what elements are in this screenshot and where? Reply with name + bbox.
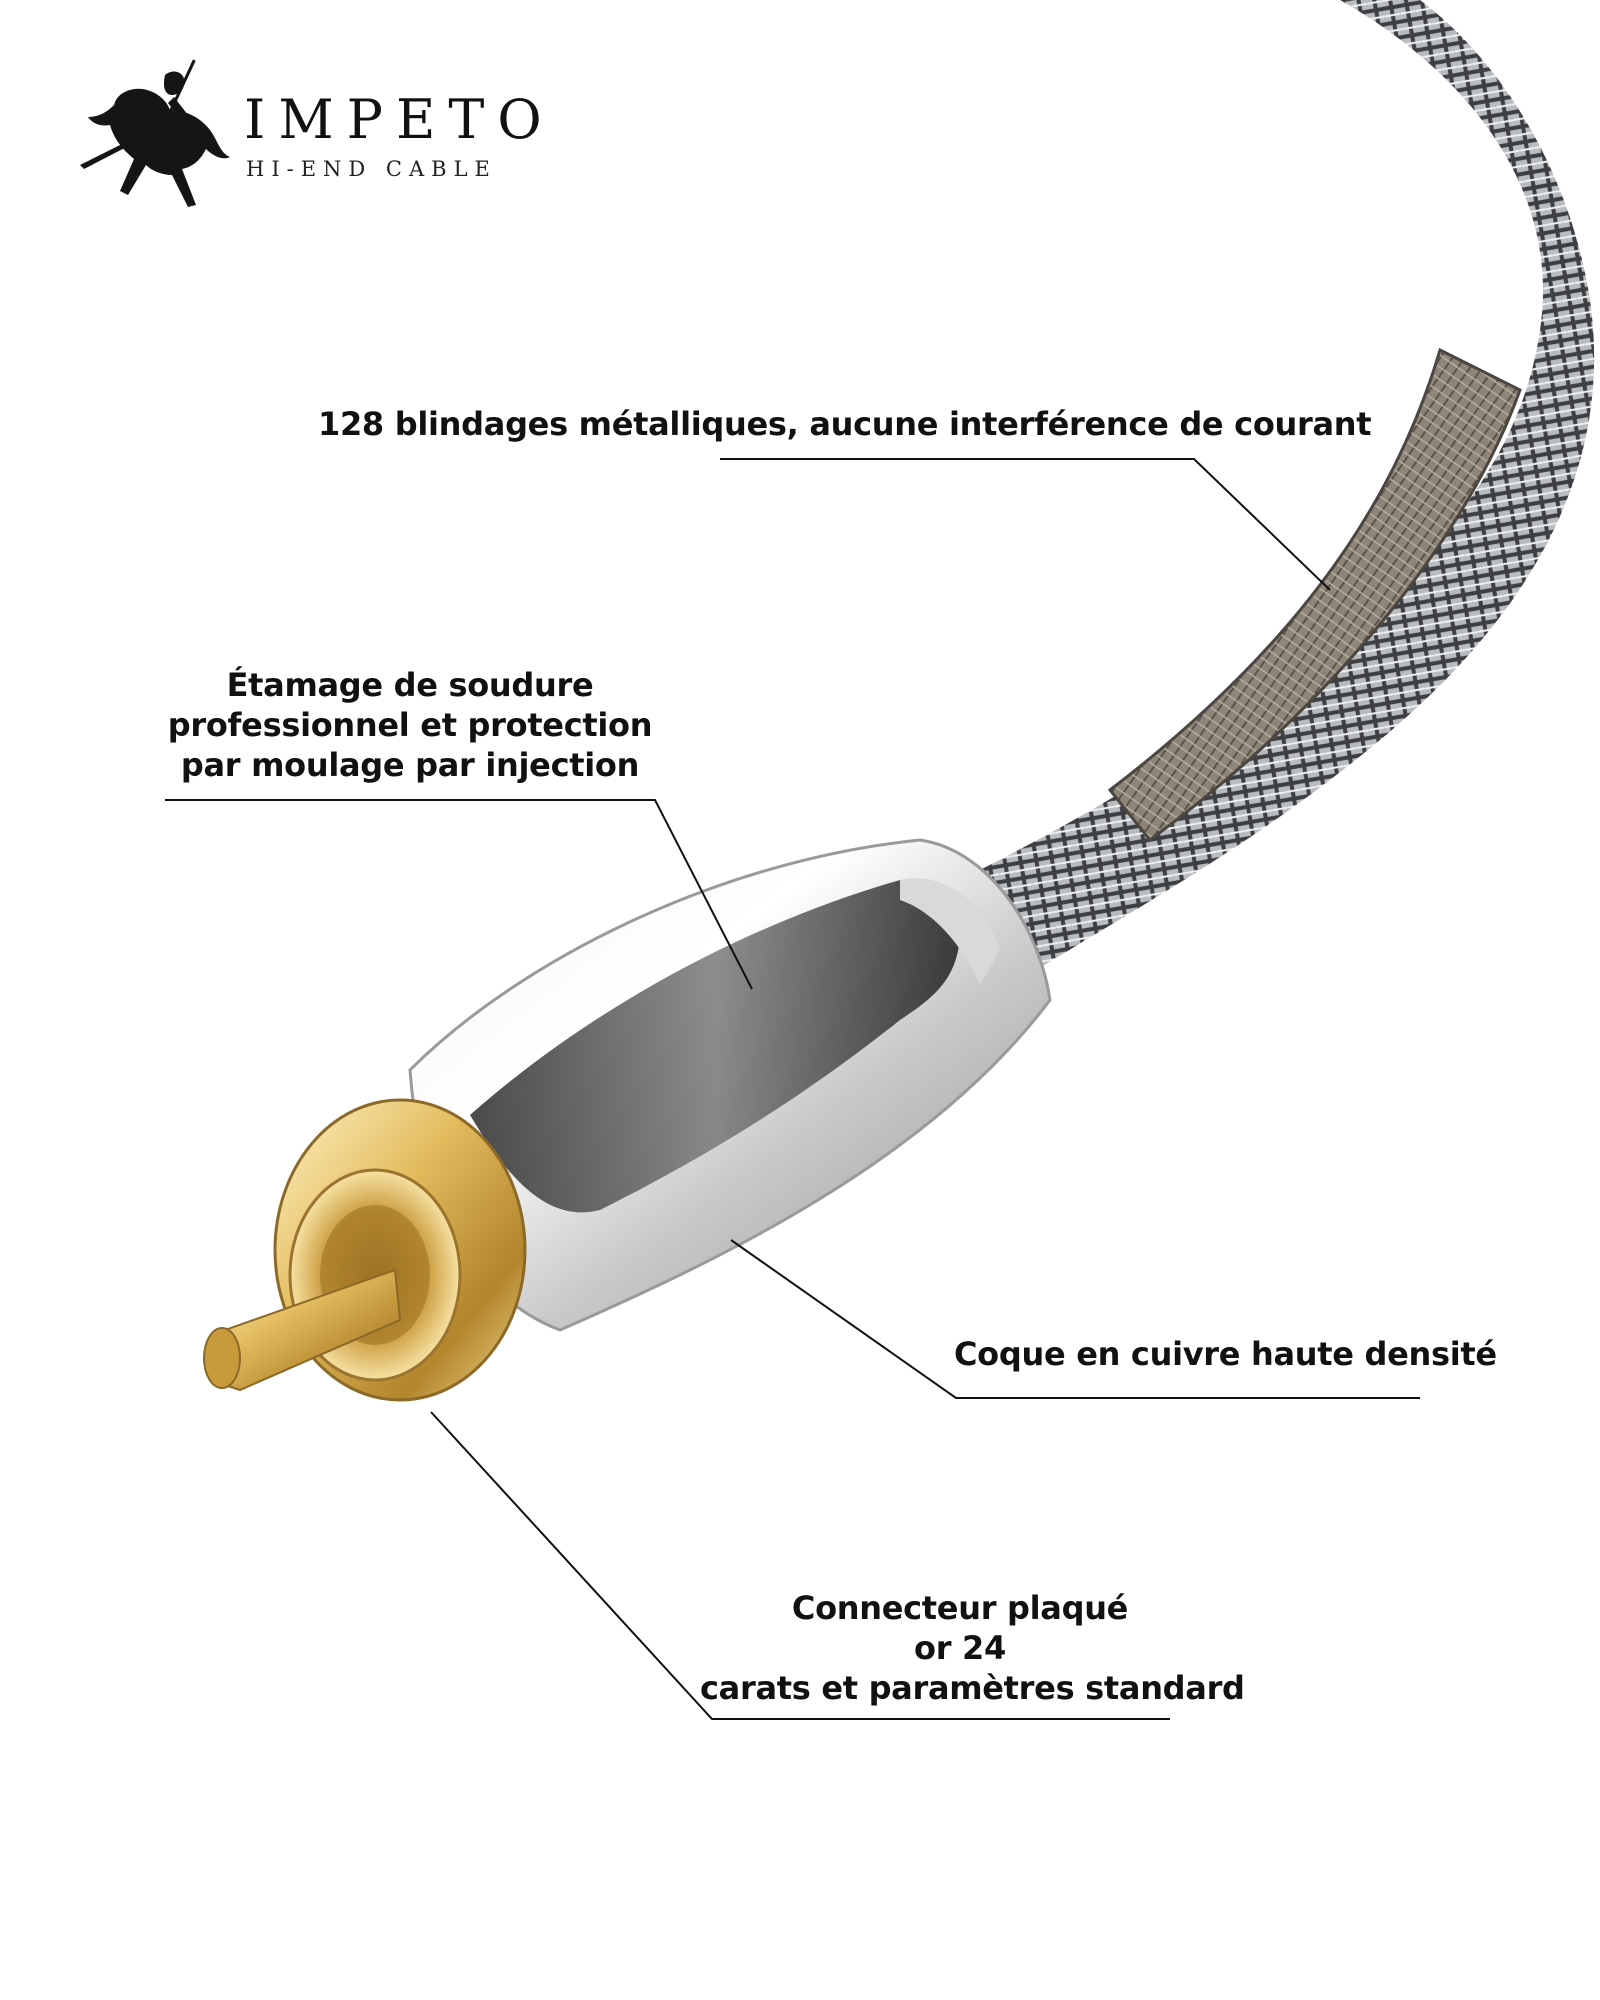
callout-connector-line-3: carats et paramètres standard [700, 1669, 1245, 1707]
callout-soldering-line-3: par moulage par injection [180, 746, 640, 784]
shielding-leader-line [720, 458, 1331, 591]
inner-shield-cutaway [1107, 347, 1522, 843]
callout-connector-line-2: or 24 [914, 1629, 1006, 1667]
chrome-housing [408, 838, 1052, 1332]
brand-name: IMPETO [244, 88, 555, 151]
gold-connector [203, 1098, 527, 1402]
callout-connector-line-1: Connecteur plaqué [791, 1589, 1129, 1627]
soldering-leader-line [165, 799, 753, 990]
shell-leader-line [730, 1239, 1420, 1399]
callout-soldering-line-2: professionnel et protection [167, 706, 653, 744]
connector-leader-line [430, 1411, 1170, 1720]
knight-on-horse-logo [80, 59, 230, 207]
braided-cable [960, 0, 1595, 980]
brand-tagline: HI-END CABLE [246, 157, 497, 181]
callout-shell: Coque en cuivre haute densité [954, 1335, 1497, 1373]
callout-soldering-line-1: Étamage de soudure [226, 666, 594, 704]
callout-soldering: Étamage de soudure professionnel et prot… [160, 665, 660, 785]
callout-shielding: 128 blindages métalliques, aucune interf… [318, 405, 1372, 443]
callout-connector: Connecteur plaqué or 24 carats et paramè… [700, 1588, 1245, 1708]
